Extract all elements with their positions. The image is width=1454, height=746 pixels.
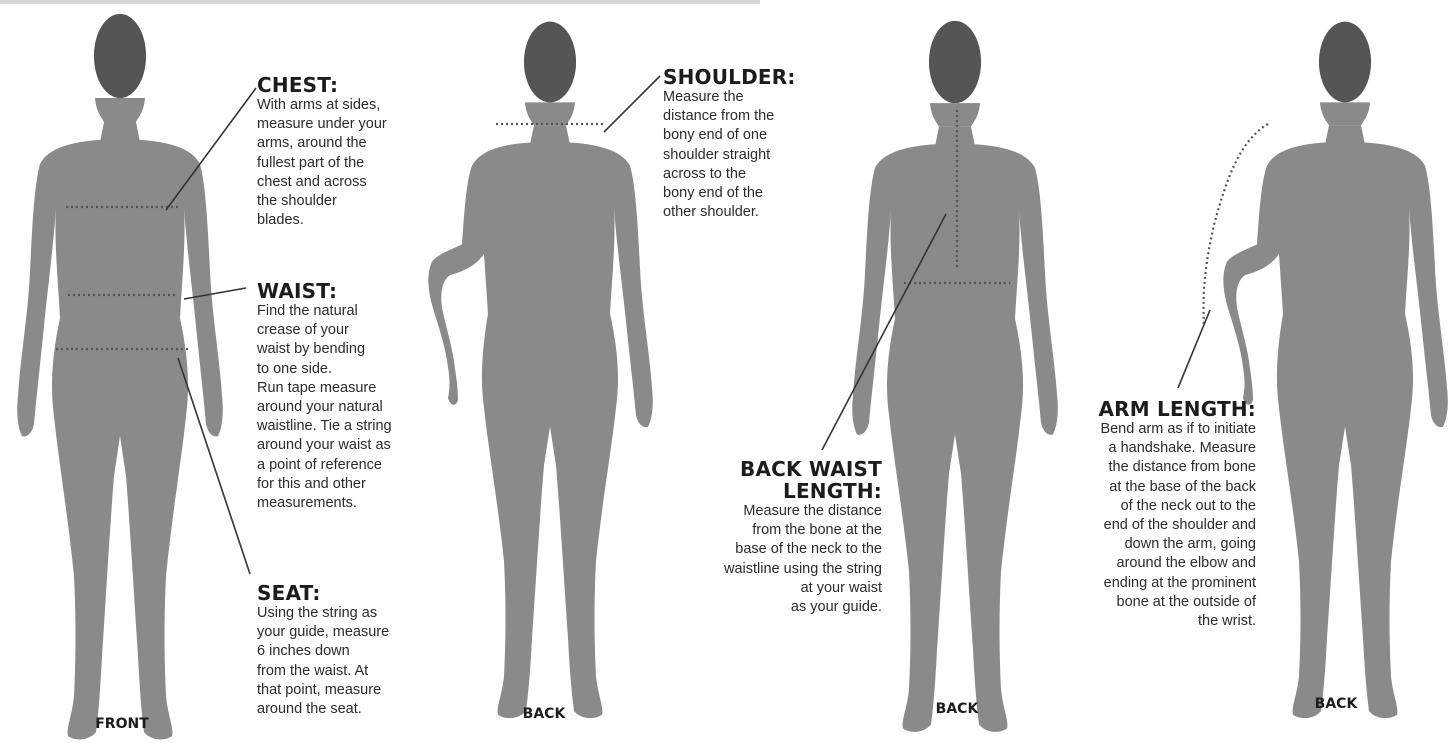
back-waist-line: from the bone at the [640, 521, 882, 540]
chest-title: CHEST: [257, 74, 427, 96]
arm-length-line: the distance from bone [1032, 458, 1256, 477]
waist-line: to one side. [257, 360, 447, 379]
seat-line: from the waist. At [257, 662, 447, 681]
back-waist-title-line: LENGTH: [640, 480, 882, 502]
back-figure-waist-length [852, 21, 1058, 732]
arm-length-line: down the arm, going [1032, 535, 1256, 554]
seat-line: around the seat. [257, 700, 447, 719]
waist-line: around your waist as [257, 436, 447, 455]
chest-line: measure under your [257, 115, 427, 134]
label-back-1: BACK [484, 706, 604, 722]
shoulder-line: distance from the [663, 107, 833, 126]
waist-line: for this and other [257, 475, 447, 494]
chest-block: CHEST: With arms at sides,measure under … [257, 74, 427, 230]
shoulder-leader [604, 76, 660, 132]
arm-length-line: around the elbow and [1032, 554, 1256, 573]
label-back-3: BACK [1276, 696, 1396, 712]
arm-length-line: bone at the outside of [1032, 593, 1256, 612]
waist-line: Run tape measure [257, 379, 447, 398]
arm-length-line: end of the shoulder and [1032, 516, 1256, 535]
waist-line: a point of reference [257, 456, 447, 475]
waist-line: crease of your [257, 321, 447, 340]
chest-line: fullest part of the [257, 154, 427, 173]
shoulder-line: bony end of the [663, 184, 833, 203]
waist-line: waist by bending [257, 340, 447, 359]
shoulder-line: bony end of one [663, 126, 833, 145]
shoulder-line: shoulder straight [663, 146, 833, 165]
chest-line: arms, around the [257, 134, 427, 153]
shoulder-title: SHOULDER: [663, 66, 833, 88]
waist-line: measurements. [257, 494, 447, 513]
measure-lines [56, 110, 1268, 349]
back-waist-line: Measure the distance [640, 502, 882, 521]
seat-title: SEAT: [257, 582, 447, 604]
shoulder-line: across to the [663, 165, 833, 184]
arm-length-title: ARM LENGTH: [1032, 398, 1256, 420]
label-back-2: BACK [897, 701, 1017, 717]
arm-length-leader [1178, 310, 1210, 388]
chest-line: blades. [257, 211, 427, 230]
arm-length-line: ending at the prominent [1032, 574, 1256, 593]
arm-length-line: a handshake. Measure [1032, 439, 1256, 458]
seat-line: 6 inches down [257, 642, 447, 661]
label-front: FRONT [62, 716, 182, 732]
arm-length-line: of the neck out to the [1032, 497, 1256, 516]
back-waist-line: at your waist [640, 579, 882, 598]
back-waist-line: waistline using the string [640, 560, 882, 579]
back-waist-line: base of the neck to the [640, 540, 882, 559]
seat-line: that point, measure [257, 681, 447, 700]
back-waist-line: as your guide. [640, 598, 882, 617]
chest-line: chest and across [257, 173, 427, 192]
waist-line: Find the natural [257, 302, 447, 321]
back-figure-arm-length [1223, 22, 1447, 718]
shoulder-line: Measure the [663, 88, 833, 107]
arm-length-line: Bend arm as if to initiate [1032, 420, 1256, 439]
arm-length-line: at the base of the back [1032, 478, 1256, 497]
waist-title: WAIST: [257, 280, 447, 302]
front-figure [17, 14, 223, 739]
waist-line: around your natural [257, 398, 447, 417]
seat-line: Using the string as [257, 604, 447, 623]
arm-length-line: the wrist. [1032, 612, 1256, 631]
chest-line: With arms at sides, [257, 96, 427, 115]
back-figure-shoulder [428, 22, 652, 718]
chest-line: the shoulder [257, 192, 427, 211]
shoulder-line: other shoulder. [663, 203, 833, 222]
back-waist-title-line: BACK WAIST [640, 458, 882, 480]
waist-line: waistline. Tie a string [257, 417, 447, 436]
seat-line: your guide, measure [257, 623, 447, 642]
